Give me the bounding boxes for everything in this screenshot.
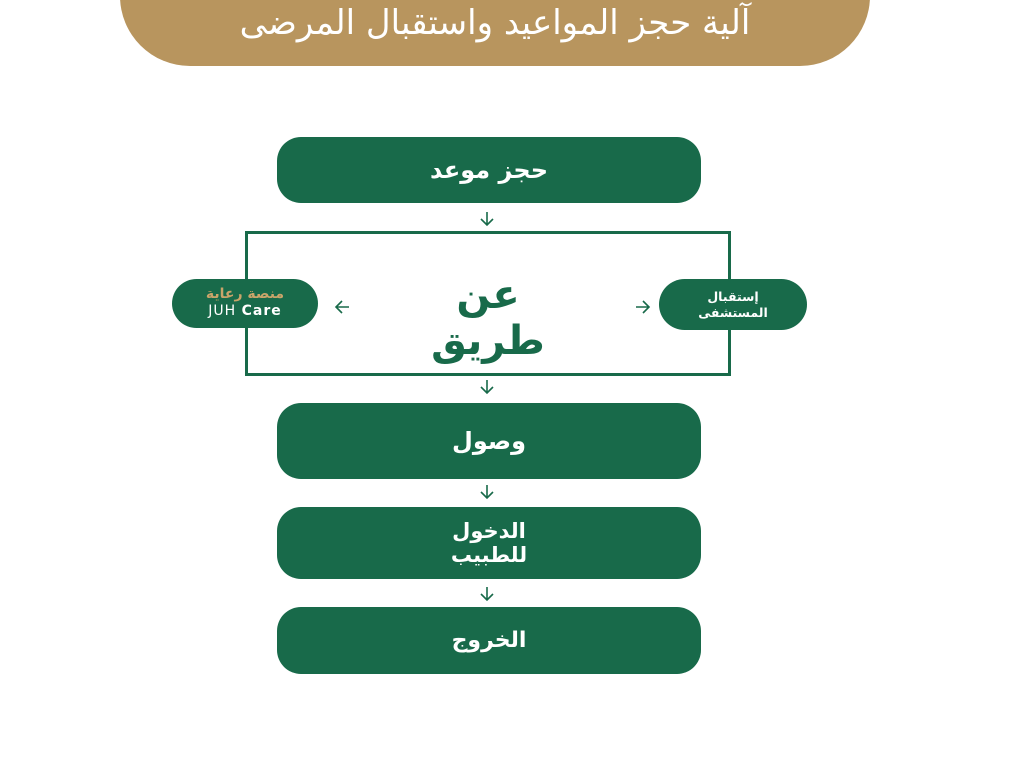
header-banner: آلية حجز المواعيد واستقبال المرضى: [120, 0, 870, 66]
arrow-down-icon: [480, 485, 494, 500]
step-arrival: وصول: [277, 403, 701, 479]
step-exit-label: الخروج: [451, 628, 527, 653]
page-title: آلية حجز المواعيد واستقبال المرضى: [239, 3, 751, 43]
arrow-down-icon: [480, 380, 494, 395]
reception-option: إستقبال المستشفى: [659, 279, 807, 330]
platform-arabic-label: منصة رعاية: [205, 285, 285, 302]
platform-brand: Care: [241, 303, 282, 320]
arrow-down-icon: [480, 587, 494, 602]
arrow-right-icon: [636, 300, 651, 314]
reception-label: إستقبال المستشفى: [698, 288, 768, 320]
platform-prefix: JUH: [208, 303, 237, 320]
step-exit: الخروج: [277, 607, 701, 674]
step-book-appointment: حجز موعد: [277, 137, 701, 203]
via-label: عن طريق: [431, 272, 545, 364]
step-enter-doctor: الدخول للطبيب: [277, 507, 701, 579]
arrow-left-icon: [334, 300, 349, 314]
step-doctor-label: الدخول للطبيب: [450, 518, 528, 567]
platform-option: منصة رعاية JUH Care: [172, 279, 318, 328]
step-arrival-label: وصول: [452, 427, 526, 455]
via-container: [245, 231, 731, 376]
step-book-label: حجز موعد: [429, 156, 549, 184]
arrow-down-icon: [480, 212, 494, 227]
platform-english-label: JUH Care: [208, 302, 281, 320]
